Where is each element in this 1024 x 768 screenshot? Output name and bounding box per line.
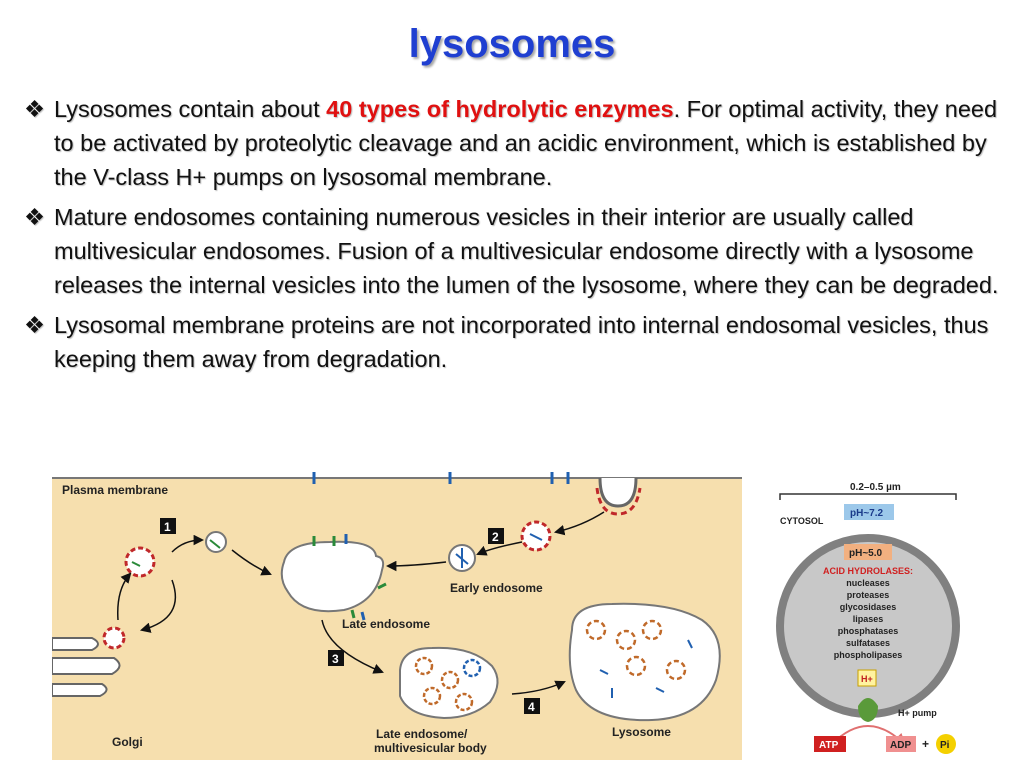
ph-cytosol: pH~7.2 <box>850 508 884 519</box>
step-2: 2 <box>492 530 499 544</box>
bullet-2: ❖ Mature endosomes containing numerous v… <box>22 200 1007 302</box>
hydrolase-item: proteases <box>847 590 890 600</box>
slide-title: lysosomes <box>408 22 616 66</box>
hydrolase-item: phosphatases <box>838 626 899 636</box>
bullet-list: ❖ Lysosomes contain about 40 types of hy… <box>22 92 1007 382</box>
h-pump-label: H+ pump <box>898 708 937 718</box>
late-endosome-shape <box>280 540 385 613</box>
lysosome-label: Lysosome <box>612 725 671 739</box>
pi-label: Pi <box>940 740 950 751</box>
bullet-1-text-start: Lysosomes contain about <box>54 96 327 122</box>
bullet-2-text: Mature endosomes containing numerous ves… <box>54 204 999 298</box>
size-label: 0.2–0.5 µm <box>850 482 901 493</box>
mvb-label-line2: multivesicular body <box>374 741 487 755</box>
atp-label: ATP <box>819 740 839 751</box>
multivesicular-body-shape <box>399 646 499 720</box>
step-badges: 1 2 3 4 <box>160 518 540 714</box>
step-4: 4 <box>528 700 535 714</box>
h-pump-shape <box>858 698 878 722</box>
cytosol-label: CYTOSOL <box>780 516 824 526</box>
golgi-label: Golgi <box>112 735 143 749</box>
ph-lumen: pH~5.0 <box>849 548 883 559</box>
early-endosome-label: Early endosome <box>450 581 543 595</box>
plasma-membrane <box>52 470 742 478</box>
diamond-bullet-icon: ❖ <box>24 204 46 230</box>
bullet-3-text: Lysosomal membrane proteins are not inco… <box>54 312 989 372</box>
plasma-membrane-label: Plasma membrane <box>62 483 168 497</box>
adp-label: ADP <box>890 740 911 751</box>
hydrolase-item: nucleases <box>846 578 890 588</box>
hydrolase-item: sulfatases <box>846 638 890 648</box>
hydrolase-item: lipases <box>853 614 884 624</box>
late-endosome-label: Late endosome <box>342 617 430 631</box>
bullet-1-text-end: . For optimal activity, they need to be … <box>54 96 998 190</box>
lysosome-detail-diagram: 0.2–0.5 µm CYTOSOL pH~7.2 pH~5.0 ACID HY… <box>776 482 960 754</box>
step-1: 1 <box>164 520 171 534</box>
endocytic-pathway-diagram: Plasma membrane Golgi Early endosome Lat… <box>52 470 742 760</box>
bullet-1: ❖ Lysosomes contain about 40 types of hy… <box>22 92 1007 194</box>
hydrolases-title: ACID HYDROLASES: <box>823 566 913 576</box>
hydrolase-item: glycosidases <box>840 602 897 612</box>
mvb-label-line1: Late endosome/ <box>376 727 468 741</box>
bullet-1-highlight: 40 types of hydrolytic enzymes <box>326 96 674 122</box>
membrane-proteins <box>312 472 570 484</box>
size-bracket <box>779 493 957 500</box>
diamond-bullet-icon: ❖ <box>24 312 46 338</box>
step-3: 3 <box>332 652 339 666</box>
h-plus-inside: H+ <box>861 674 873 684</box>
diamond-bullet-icon: ❖ <box>24 96 46 122</box>
hydrolase-item: phospholipases <box>834 650 903 660</box>
plus-sign: + <box>922 737 929 751</box>
golgi-stacks <box>52 637 121 697</box>
bullet-3: ❖ Lysosomal membrane proteins are not in… <box>22 308 1007 376</box>
